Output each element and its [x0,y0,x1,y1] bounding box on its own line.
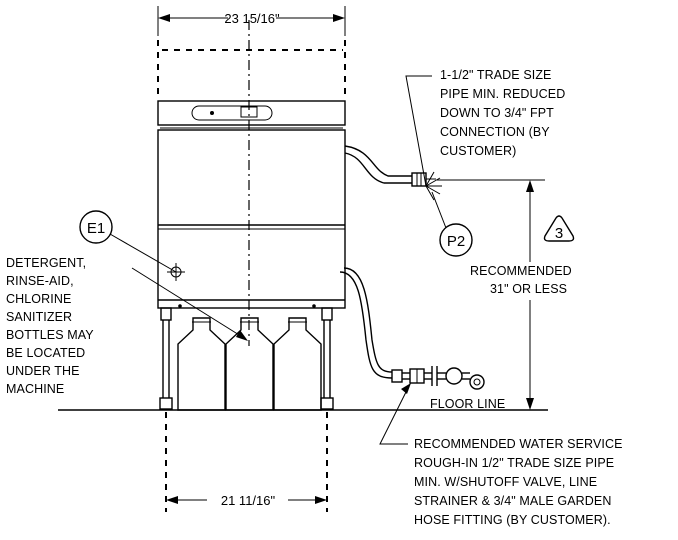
callout-triangle-3: 3 [543,215,575,242]
bottles-note-line: MACHINE [6,382,64,396]
bottom-width-label: 21 11/16" [221,493,276,508]
top-width-dimension: 23 15/16" [157,6,346,36]
callout-e1-label: E1 [87,220,105,237]
bottles-note-line: UNDER THE [6,364,80,378]
bottles-note: DETERGENT, RINSE-AID, CHLORINE SANITIZER… [6,256,248,396]
water-note: RECOMMENDED WATER SERVICE ROUGH-IN 1/2" … [379,383,623,527]
bottles-note-line: SANITIZER [6,310,72,324]
bottle [225,317,274,411]
water-note-line: RECOMMENDED WATER SERVICE [414,437,623,451]
water-note-line: STRAINER & 3/4" MALE GARDEN [414,494,611,508]
drain-note-line: PIPE MIN. REDUCED [440,87,565,101]
height-dimension [437,179,545,410]
dishwasher-body [157,100,346,309]
drain-note-line: 1-1/2" TRADE SIZE [440,68,552,82]
water-note-line: MIN. W/SHUTOFF VALVE, LINE [414,475,597,489]
water-note-line: HOSE FITTING (BY CUSTOMER). [414,513,611,527]
top-width-label: 23 15/16" [224,11,280,26]
water-note-line: ROUGH-IN 1/2" TRADE SIZE PIPE [414,456,614,470]
bottle [273,317,322,411]
drain-hose [344,145,436,187]
bottles-note-line: BOTTLES MAY [6,328,94,342]
chemical-bottles [177,317,322,411]
height-note-line: 31" OR LESS [490,282,567,296]
height-note-line: RECOMMENDED [470,264,572,278]
height-note: RECOMMENDED 31" OR LESS [470,264,572,296]
bottom-width-dimension: 21 11/16" [165,412,328,512]
bottles-note-line: CHLORINE [6,292,71,306]
callout-p2: P2 [431,191,473,257]
callout-p2-label: P2 [447,233,465,250]
hood-raised-outline [157,40,346,100]
bottles-note-line: BE LOCATED [6,346,85,360]
drain-note-line: DOWN TO 3/4" FPT [440,106,554,120]
water-supply-line [339,267,485,390]
callout-e1: E1 [79,210,177,273]
drain-note-line: CUSTOMER) [440,144,516,158]
machine-legs [159,307,334,410]
bottle [177,317,226,411]
bottles-note-line: RINSE-AID, [6,274,74,288]
drain-note-line: CONNECTION (BY [440,125,550,139]
drain-note: 1-1/2" TRADE SIZE PIPE MIN. REDUCED DOWN… [405,68,565,201]
floor-line-label: FLOOR LINE [430,397,505,411]
callout-3-label: 3 [555,225,563,242]
bottles-note-line: DETERGENT, [6,256,86,270]
